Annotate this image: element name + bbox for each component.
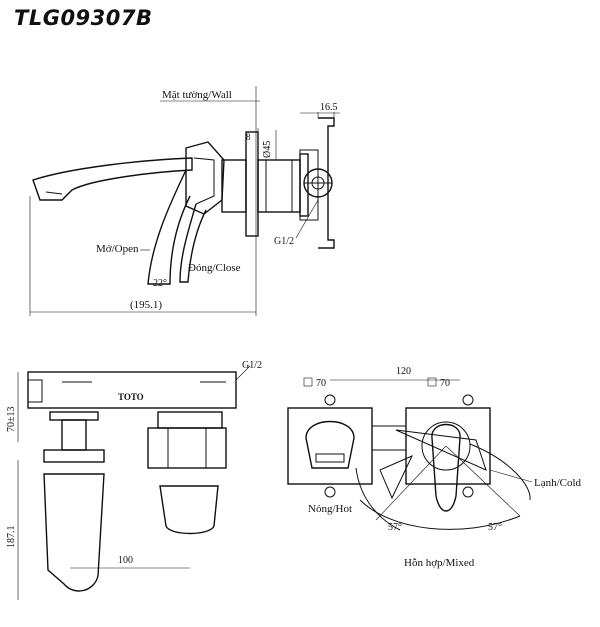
wall-label: Mặt tường/Wall bbox=[162, 89, 232, 101]
hot-label: Nóng/Hot bbox=[308, 503, 352, 515]
square-70-left: 70 bbox=[316, 378, 326, 389]
thread-front-label: G1/2 bbox=[242, 360, 262, 371]
lever-close bbox=[179, 203, 207, 283]
spout-tip bbox=[32, 179, 41, 201]
open-label: Mở/Open bbox=[96, 243, 139, 255]
brand-mark: TOTO bbox=[118, 392, 144, 402]
handle-body bbox=[185, 141, 225, 215]
thread-top-label: G1/2 bbox=[274, 236, 294, 247]
square-70-right: 70 bbox=[440, 378, 450, 389]
handle-body bbox=[147, 427, 227, 469]
angle-line bbox=[445, 445, 521, 517]
spout-outlet bbox=[305, 420, 355, 469]
swing-cold bbox=[395, 429, 487, 471]
dim-45: Ø45 bbox=[262, 141, 273, 158]
spout-base bbox=[43, 449, 105, 463]
mixed-arc bbox=[359, 499, 521, 530]
thread-leader bbox=[295, 199, 319, 239]
handle-base bbox=[421, 421, 471, 471]
valve-housing bbox=[299, 149, 319, 221]
mixed-label: Hỗn hợp/Mixed bbox=[404, 557, 475, 569]
outlet-aerator bbox=[315, 453, 345, 463]
hot-plate bbox=[287, 407, 373, 485]
angle-22-label: 22° bbox=[153, 278, 167, 289]
angle-line bbox=[375, 445, 447, 521]
close-label: Đóng/Close bbox=[188, 262, 241, 274]
cold-leader bbox=[489, 469, 533, 483]
screw-hole bbox=[324, 486, 336, 498]
handle-cap bbox=[157, 411, 223, 429]
body-cylinder bbox=[221, 159, 247, 213]
plan-view: 120 70 70 bbox=[287, 366, 582, 569]
height-70-13: 70±13 bbox=[6, 407, 17, 433]
dim-120: 120 bbox=[396, 366, 411, 377]
handle-lever-top bbox=[431, 423, 461, 512]
model-title: TLG09307B bbox=[14, 6, 153, 30]
length-195: (195.1) bbox=[130, 299, 162, 311]
wall-plate bbox=[27, 371, 237, 409]
spout-front bbox=[43, 473, 105, 592]
height-187: 187.1 bbox=[6, 526, 17, 549]
square-symbol bbox=[427, 377, 437, 387]
screw-hole bbox=[462, 394, 474, 406]
swing-arc bbox=[355, 467, 401, 531]
handle-lever bbox=[159, 485, 219, 535]
side-view: Mặt tường/Wall bbox=[29, 86, 340, 316]
swing-hot bbox=[379, 455, 414, 500]
plate-edge bbox=[27, 379, 43, 403]
spout-outline bbox=[32, 157, 193, 201]
front-view: TOTO G1/2 70±13 187.1 100 bbox=[6, 360, 262, 600]
spout-collar bbox=[49, 411, 99, 421]
connector bbox=[371, 425, 407, 451]
angle-57-right: 57° bbox=[488, 522, 502, 533]
cold-plate bbox=[405, 407, 491, 485]
spout-aerator bbox=[45, 191, 63, 195]
lever-open bbox=[147, 169, 191, 285]
cold-label: Lạnh/Cold bbox=[534, 477, 582, 489]
dim-8: 8 bbox=[246, 132, 251, 142]
valve-body bbox=[257, 159, 301, 213]
dim-16-5: 16.5 bbox=[320, 102, 338, 113]
screw-hole bbox=[324, 394, 336, 406]
back-plate bbox=[318, 117, 335, 249]
swing-arc bbox=[469, 443, 531, 501]
dim-100: 100 bbox=[118, 555, 133, 566]
spout-stem bbox=[61, 419, 87, 451]
angle-57-left: 57° bbox=[388, 522, 402, 533]
screw-hole bbox=[462, 486, 474, 498]
square-symbol bbox=[303, 377, 313, 387]
handle-inner bbox=[193, 157, 215, 205]
thread-leader bbox=[235, 365, 251, 381]
